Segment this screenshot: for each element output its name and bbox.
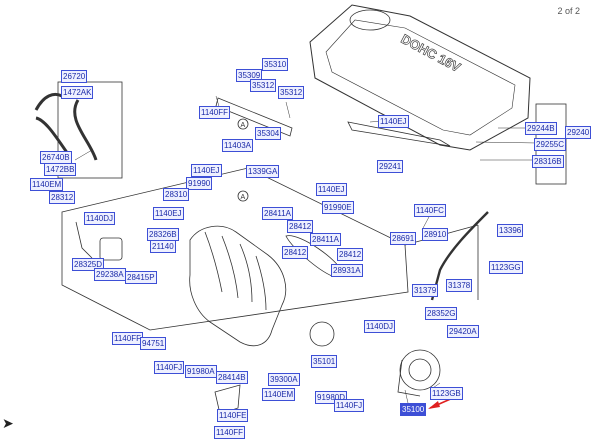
part-label-28412-b[interactable]: 28412 bbox=[282, 246, 309, 259]
part-label-28412-c[interactable]: 28412 bbox=[337, 248, 364, 261]
part-label-28411a-a[interactable]: 28411A bbox=[262, 207, 293, 220]
part-label-35312-b[interactable]: 35312 bbox=[278, 86, 305, 99]
page-indicator: 2 of 2 bbox=[557, 6, 580, 16]
part-label-1140ff-c[interactable]: 1140FF bbox=[214, 426, 245, 439]
engine-cover bbox=[309, 4, 531, 151]
marker-a-top bbox=[237, 118, 249, 130]
part-label-28352g[interactable]: 28352G bbox=[425, 307, 458, 320]
part-label-28910[interactable]: 28910 bbox=[422, 228, 449, 241]
part-label-28411a-b[interactable]: 28411A bbox=[310, 233, 341, 246]
cover-oil-cap bbox=[349, 9, 391, 31]
part-label-26720[interactable]: 26720 bbox=[61, 70, 88, 83]
part-label-1472bb[interactable]: 1472BB bbox=[44, 163, 77, 176]
part-label-29244b[interactable]: 29244B bbox=[525, 122, 557, 135]
breather-hose-left bbox=[34, 92, 70, 155]
cursor-arrow-icon: ➤ bbox=[2, 415, 14, 431]
part-label-1140ej-b[interactable]: 1140EJ bbox=[316, 183, 347, 196]
part-label-21140[interactable]: 21140 bbox=[150, 240, 176, 253]
part-label-13396[interactable]: 13396 bbox=[497, 224, 524, 237]
breather-hose-right bbox=[73, 99, 98, 161]
part-label-1140fe[interactable]: 1140FE bbox=[217, 409, 249, 422]
part-label-35101[interactable]: 35101 bbox=[311, 355, 338, 368]
part-label-11403a[interactable]: 11403A bbox=[222, 139, 253, 152]
intake-manifold bbox=[189, 225, 286, 347]
marker-a-mid-letter: A bbox=[241, 194, 246, 201]
part-label-1339ga[interactable]: 1339GA bbox=[246, 165, 280, 178]
part-label-1140ej-c[interactable]: 1140EJ bbox=[153, 207, 184, 220]
part-label-1140em-b[interactable]: 1140EM bbox=[262, 388, 296, 401]
part-label-28325d[interactable]: 28325D bbox=[72, 258, 105, 271]
throttle-gasket bbox=[309, 321, 335, 347]
part-label-39300a[interactable]: 39300A bbox=[268, 373, 300, 386]
part-label-28310[interactable]: 28310 bbox=[163, 188, 190, 201]
hose-box-frame bbox=[57, 81, 123, 179]
part-label-28412-a[interactable]: 28412 bbox=[287, 220, 314, 233]
intake-bracket bbox=[214, 384, 241, 415]
part-label-1123gb[interactable]: 1123GB bbox=[430, 387, 463, 400]
part-label-1472ak[interactable]: 1472AK bbox=[61, 86, 94, 99]
part-label-91990[interactable]: 91990 bbox=[186, 177, 213, 190]
part-label-1123gg[interactable]: 1123GG bbox=[489, 261, 523, 274]
cover-gasket bbox=[347, 121, 451, 147]
part-label-29238a[interactable]: 29238A bbox=[94, 268, 126, 281]
part-label-29241[interactable]: 29241 bbox=[377, 160, 404, 173]
part-label-35100-selected[interactable]: 35100 bbox=[400, 403, 427, 416]
part-label-29240[interactable]: 29240 bbox=[565, 126, 592, 139]
part-label-28415p[interactable]: 28415P bbox=[125, 271, 157, 284]
pcv-pipe bbox=[430, 211, 489, 301]
part-label-1140ff-b[interactable]: 1140FF bbox=[112, 332, 143, 345]
part-label-35312-a[interactable]: 35312 bbox=[250, 79, 277, 92]
part-label-31379[interactable]: 31379 bbox=[412, 284, 439, 297]
part-label-35309[interactable]: 35309 bbox=[236, 69, 263, 82]
part-label-1140ej-a[interactable]: 1140EJ bbox=[191, 164, 222, 177]
part-label-91980a[interactable]: 91980A bbox=[185, 365, 217, 378]
part-label-28312[interactable]: 28312 bbox=[49, 191, 76, 204]
solenoid-valve bbox=[99, 237, 123, 261]
part-label-29255c[interactable]: 29255C bbox=[534, 138, 567, 151]
part-label-1140ej-d[interactable]: 1140EJ bbox=[378, 115, 409, 128]
part-label-35310[interactable]: 35310 bbox=[262, 58, 289, 71]
part-label-31378[interactable]: 31378 bbox=[446, 279, 473, 292]
part-label-94751[interactable]: 94751 bbox=[140, 337, 167, 350]
part-label-28931a[interactable]: 28931A bbox=[331, 264, 363, 277]
part-label-35304[interactable]: 35304 bbox=[255, 127, 282, 140]
part-label-1140ff[interactable]: 1140FF bbox=[199, 106, 230, 119]
part-label-1140dj-b[interactable]: 1140DJ bbox=[364, 320, 395, 333]
fuel-rail bbox=[215, 97, 293, 137]
part-label-91990e[interactable]: 91990E bbox=[322, 201, 354, 214]
part-label-1140fc[interactable]: 1140FC bbox=[414, 204, 446, 217]
marker-a-mid bbox=[237, 190, 249, 202]
part-label-28414b[interactable]: 28414B bbox=[216, 371, 248, 384]
part-label-1140dj-a[interactable]: 1140DJ bbox=[84, 212, 115, 225]
part-label-1140em[interactable]: 1140EM bbox=[30, 178, 64, 191]
marker-a-top-letter: A bbox=[241, 122, 246, 129]
part-label-29420a[interactable]: 29420A bbox=[447, 325, 479, 338]
throttle-body bbox=[399, 349, 441, 391]
part-label-28316b[interactable]: 28316B bbox=[532, 155, 564, 168]
part-label-1140fj[interactable]: 1140FJ bbox=[154, 361, 185, 374]
part-label-1140fj-b[interactable]: 1140FJ bbox=[334, 399, 365, 412]
part-label-28691[interactable]: 28691 bbox=[390, 232, 417, 245]
